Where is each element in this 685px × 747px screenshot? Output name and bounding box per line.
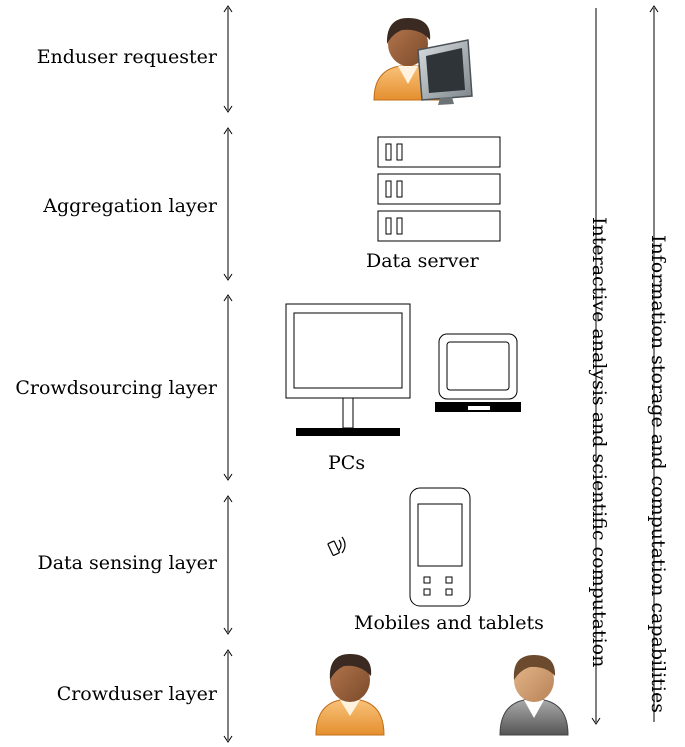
- data-server-icon: [377, 136, 501, 242]
- crowduser-person-icon-1: [315, 654, 385, 736]
- data-server-caption: Data server: [366, 250, 479, 272]
- laptop-icon: [435, 333, 521, 412]
- upward-arrow-information-storage: [649, 5, 659, 722]
- information-storage-label: Information storage and computation capa…: [647, 235, 669, 713]
- desktop-pc-icon: [285, 303, 411, 436]
- layer-arrow-crowdsourcing: [223, 294, 233, 481]
- layer-label-aggregation: Aggregation layer: [43, 195, 217, 217]
- layer-label-crowduser: Crowduser layer: [56, 683, 217, 705]
- layer-arrow-crowduser: [223, 649, 233, 743]
- layer-arrow-aggregation: [223, 127, 233, 281]
- layer-arrow-enduser: [223, 5, 233, 113]
- layer-label-enduser: Enduser requester: [36, 46, 217, 68]
- enduser-requester-icon: [373, 18, 473, 105]
- layer-label-crowdsourcing: Crowdsourcing layer: [15, 377, 217, 399]
- pcs-caption: PCs: [328, 452, 366, 474]
- layer-label-data-sensing: Data sensing layer: [37, 552, 217, 574]
- tablet-icon: [409, 487, 471, 607]
- mobiles-tablets-caption: Mobiles and tablets: [354, 612, 544, 634]
- crowduser-person-icon-2: [499, 655, 569, 736]
- small-mobile-signal-icon: [327, 536, 346, 556]
- downward-arrow-interactive-analysis: [591, 8, 601, 725]
- interactive-analysis-label: Interactive analysis and scientific comp…: [588, 217, 610, 668]
- layer-arrow-data-sensing: [223, 495, 233, 635]
